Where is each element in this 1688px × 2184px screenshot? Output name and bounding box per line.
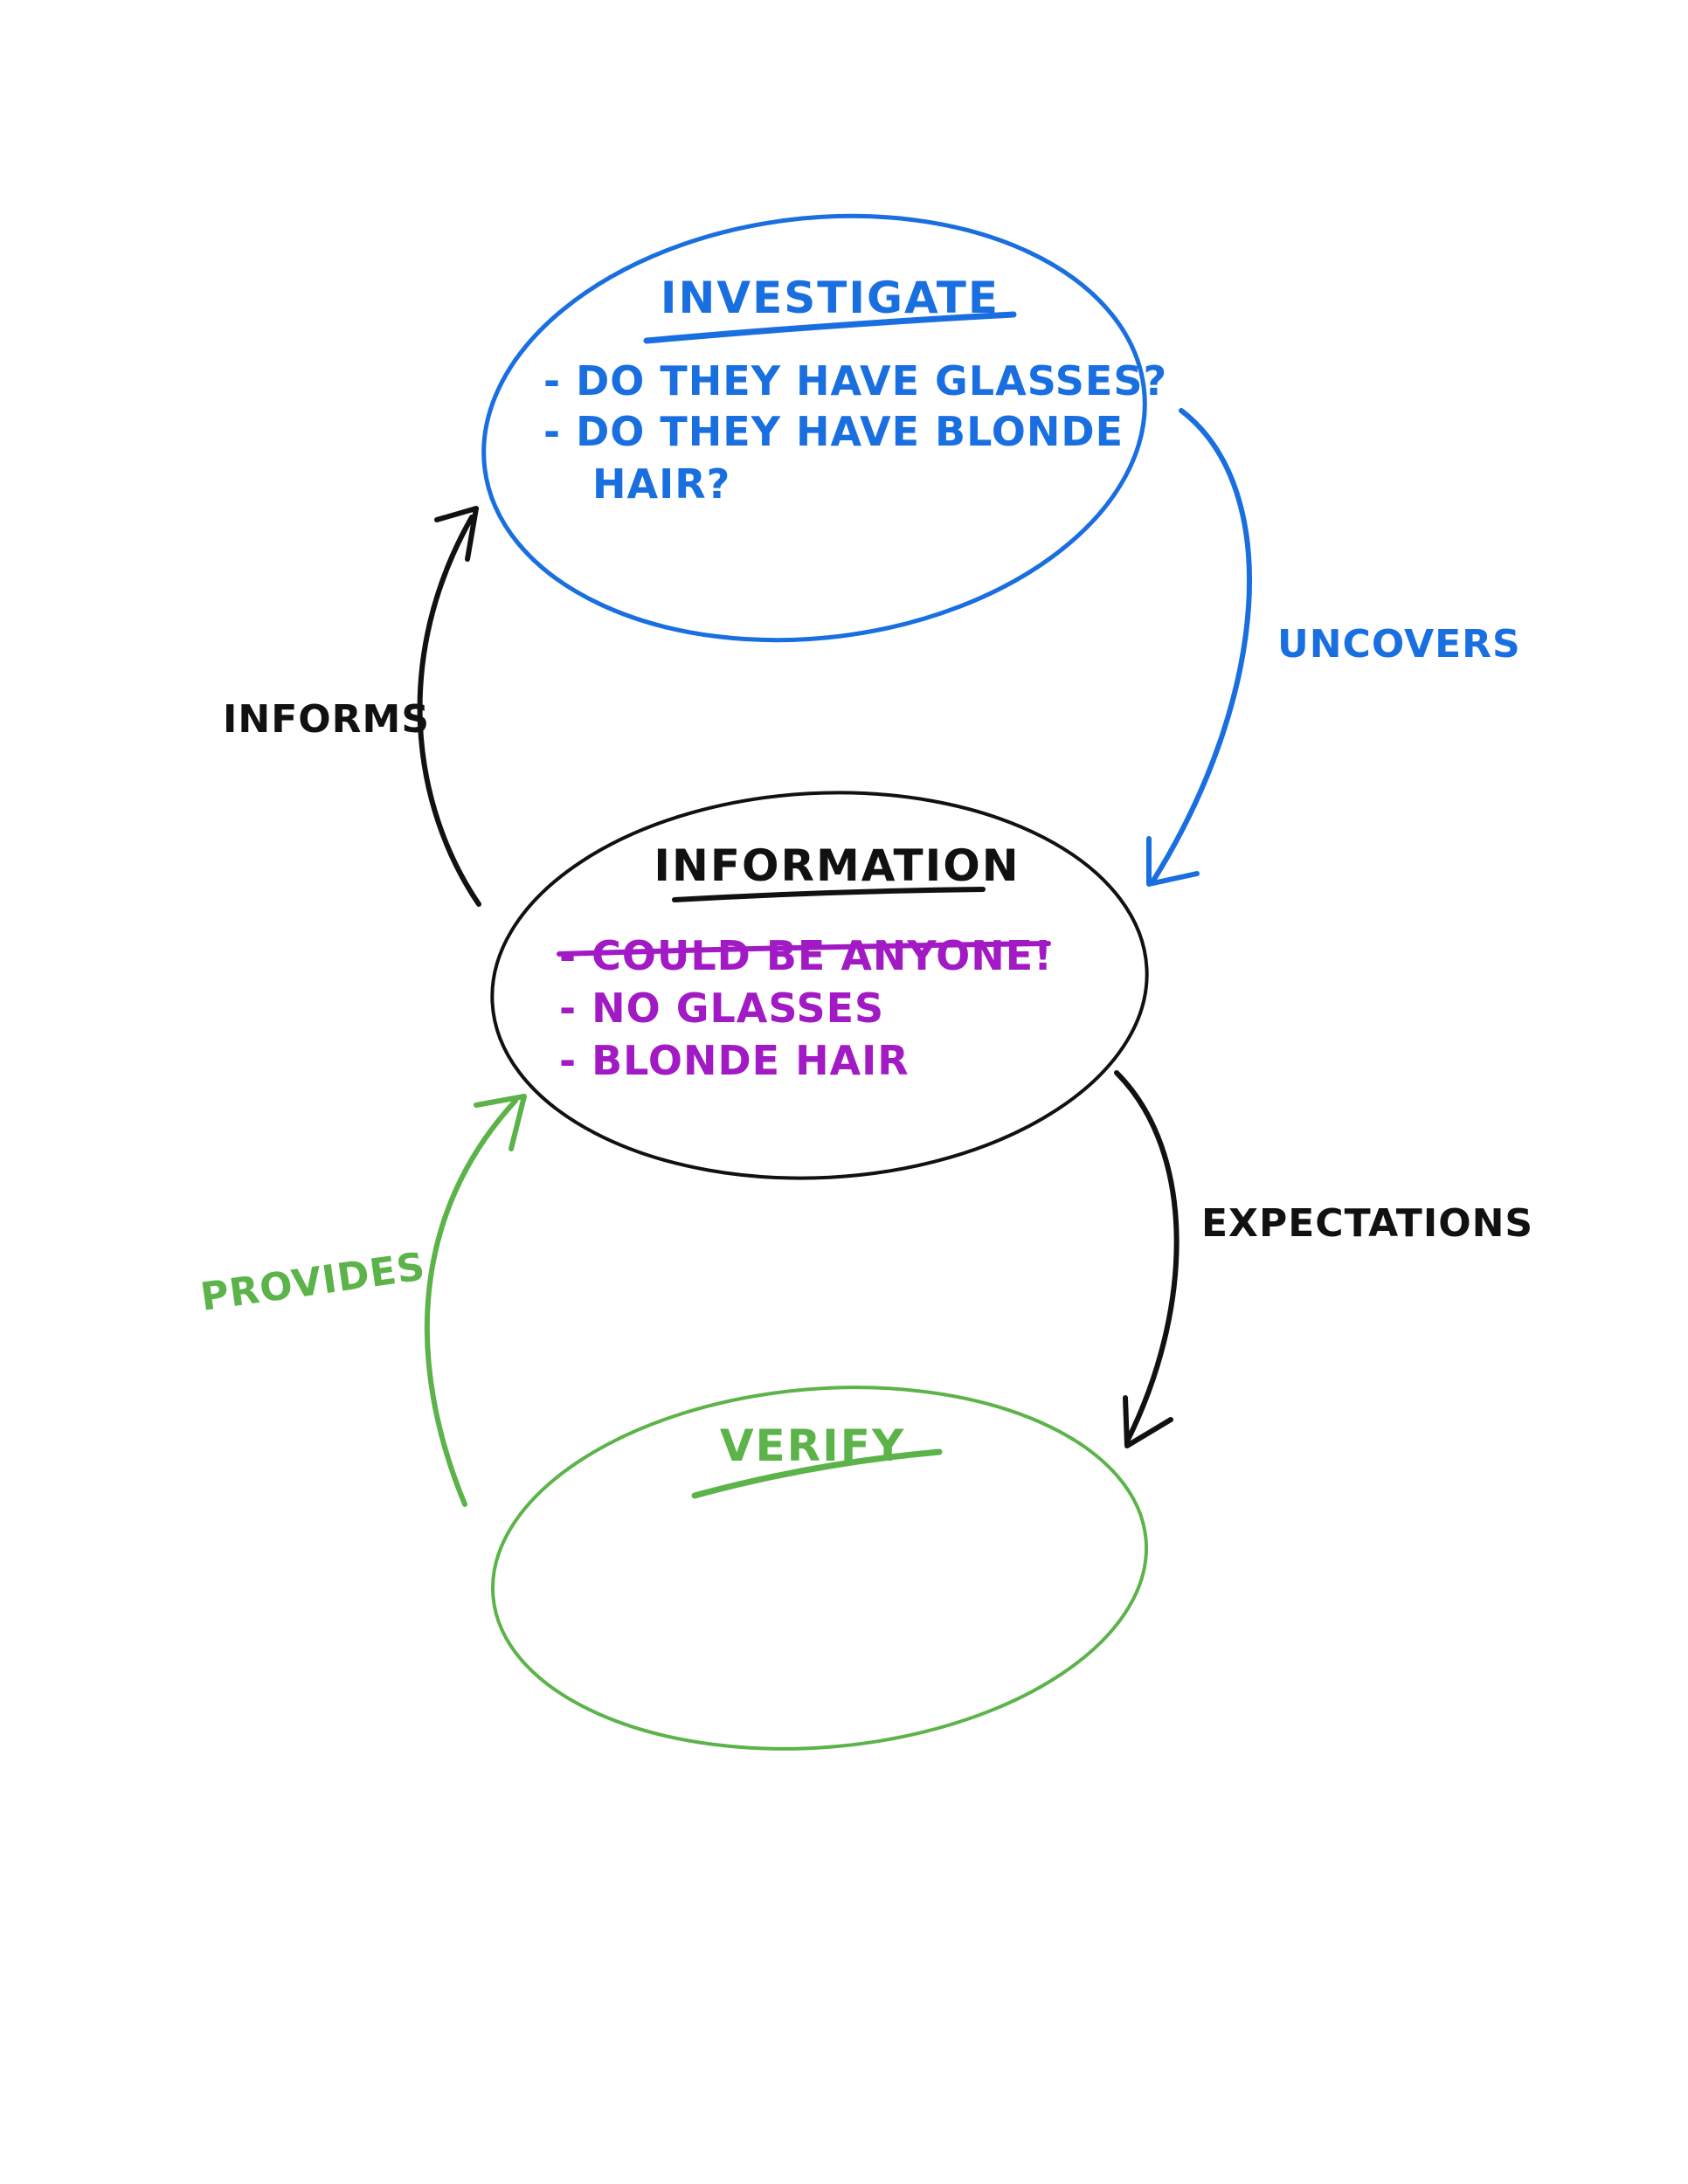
verify-title-underline	[691, 1448, 943, 1499]
investigate-item-3: HAIR?	[592, 460, 730, 508]
information-item-3: - BLONDE HAIR	[559, 1037, 910, 1084]
information-title-underline	[672, 887, 986, 902]
information-item-2: - NO GLASSES	[559, 985, 884, 1032]
informs-arrow-line	[417, 515, 481, 907]
verify-ellipse	[490, 1386, 1149, 1751]
expectations-edge: EXPECTATIONS	[1114, 1070, 1533, 1448]
investigate-ellipse	[481, 213, 1147, 643]
information-title: INFORMATION	[654, 840, 1020, 891]
expectations-arrow-line	[1114, 1070, 1180, 1444]
information-item-1: - COULD BE ANYONE!	[559, 932, 1053, 979]
uncovers-arrow-line	[1151, 408, 1252, 883]
investigate-title-underline	[643, 311, 1017, 344]
informs-label: INFORMS	[223, 697, 430, 742]
information-ellipse	[490, 791, 1149, 1180]
provides-edge: PROVIDES	[197, 1094, 527, 1507]
verify-title: VERIFY	[720, 1420, 905, 1471]
verify-node: VERIFY	[490, 1386, 1149, 1751]
provides-label: PROVIDES	[197, 1244, 428, 1320]
expectations-label: EXPECTATIONS	[1201, 1201, 1533, 1246]
information-node: INFORMATION - COULD BE ANYONE! - NO GLAS…	[490, 791, 1149, 1180]
uncovers-edge: UNCOVERS	[1146, 408, 1521, 887]
informs-edge: INFORMS	[223, 506, 481, 907]
expectations-arrowhead	[1123, 1395, 1173, 1448]
information-item-1-strikethrough	[557, 941, 1051, 957]
investigate-item-2: - DO THEY HAVE BLONDE	[543, 408, 1124, 455]
investigate-node: INVESTIGATE - DO THEY HAVE GLASSES? - DO…	[481, 213, 1167, 643]
informs-arrowhead	[434, 506, 479, 562]
provides-arrowhead	[474, 1094, 527, 1151]
uncovers-arrowhead	[1146, 836, 1200, 887]
investigate-title: INVESTIGATE	[661, 273, 1000, 323]
investigate-item-1: - DO THEY HAVE GLASSES?	[543, 357, 1167, 404]
provides-arrow-line	[424, 1098, 518, 1507]
uncovers-label: UNCOVERS	[1277, 622, 1521, 667]
